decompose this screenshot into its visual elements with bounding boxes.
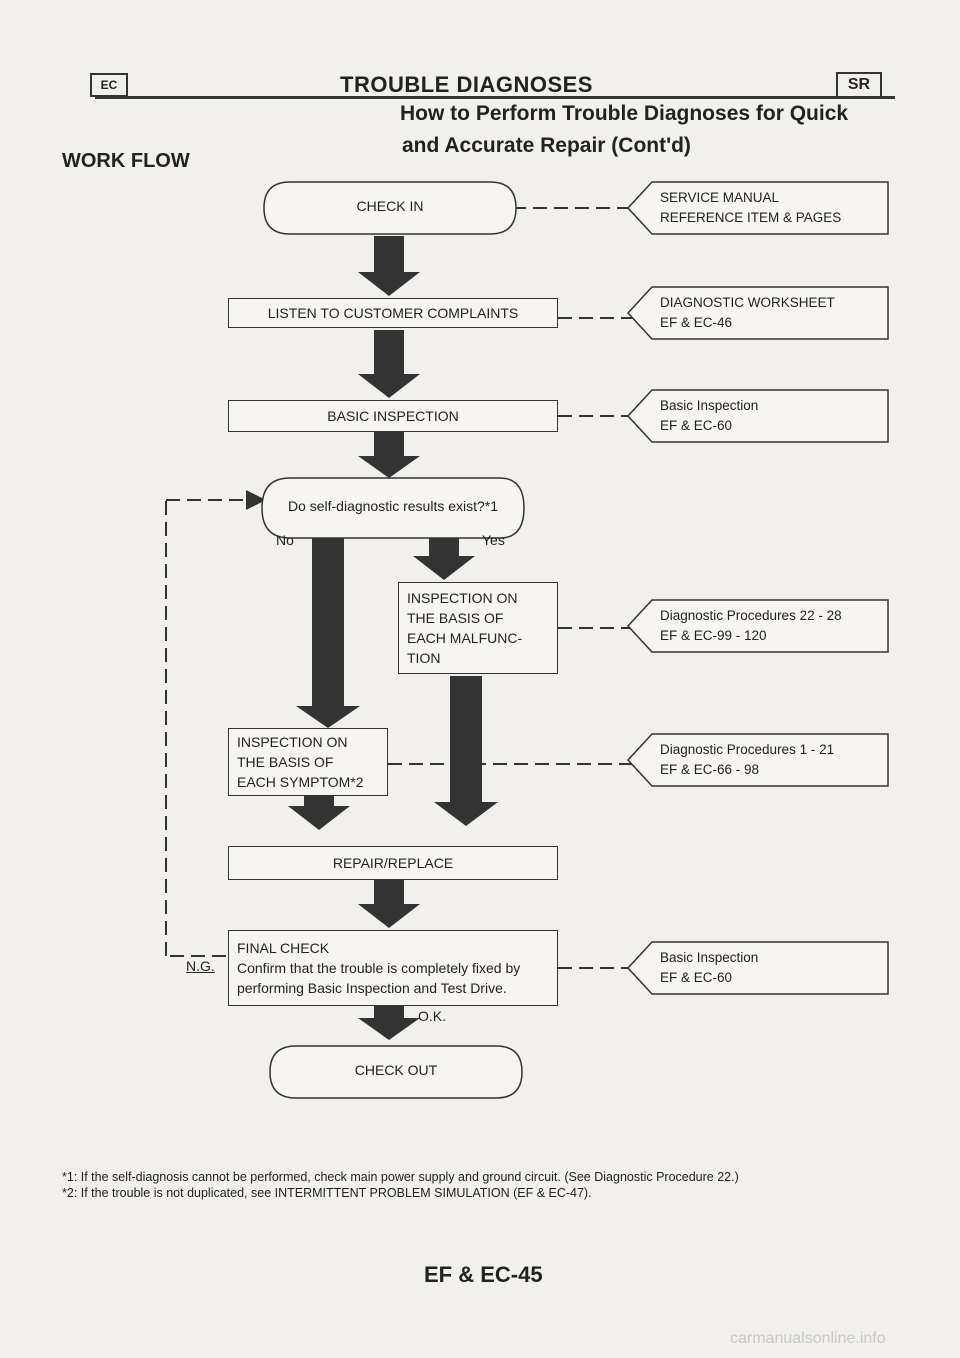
ref-line: EF & EC-46 (660, 315, 733, 330)
ref-line: Basic Inspection (660, 950, 759, 965)
final-check-line-1: FINAL CHECK (237, 940, 330, 956)
footnote-1: *1: If the self-diagnosis cannot be perf… (62, 1170, 739, 1184)
symptom-line-2: THE BASIS OF (237, 754, 334, 770)
ref-line: Basic Inspection (660, 398, 759, 413)
ref-line: Diagnostic Procedures 1 - 21 (660, 742, 835, 757)
ok-label: O.K. (418, 1008, 447, 1024)
ref-line: Diagnostic Procedures 22 - 28 (660, 608, 842, 623)
final-check-line-2: Confirm that the trouble is completely f… (237, 960, 521, 976)
basic-inspection-box: BASIC INSPECTION (228, 400, 558, 432)
ref-diagnostic-worksheet: DIAGNOSTIC WORKSHEET EF & EC-46 (660, 293, 835, 333)
yes-label: Yes (482, 532, 505, 548)
subtitle-line-2: and Accurate Repair (Cont'd) (402, 134, 691, 157)
section-title: WORK FLOW (62, 150, 190, 172)
check-in-terminal: CHECK IN (356, 198, 424, 214)
check-out-terminal: CHECK OUT (354, 1062, 438, 1078)
ref-line: DIAGNOSTIC WORKSHEET (660, 295, 835, 310)
ref-basic-inspection: Basic Inspection EF & EC-60 (660, 396, 758, 436)
malfunction-line-3: EACH MALFUNC- (407, 630, 523, 646)
ref-line: REFERENCE ITEM & PAGES (660, 210, 842, 225)
symptom-line-3: EACH SYMPTOM*2 (237, 774, 364, 790)
ref-line: SERVICE MANUAL (660, 190, 780, 205)
ref-line: EF & EC-99 - 120 (660, 628, 767, 643)
ref-diag-procedures-1-21: Diagnostic Procedures 1 - 21 EF & EC-66 … (660, 740, 834, 780)
symptom-line-1: INSPECTION ON (237, 734, 348, 750)
malfunction-line-4: TION (407, 650, 441, 666)
page-number: EF & EC-45 (424, 1262, 543, 1287)
ref-basic-inspection-final: Basic Inspection EF & EC-60 (660, 948, 758, 988)
ref-line: EF & EC-60 (660, 418, 733, 433)
subtitle-line-1: How to Perform Trouble Diagnoses for Qui… (400, 102, 849, 125)
final-check-box: FINAL CHECK Confirm that the trouble is … (228, 930, 558, 1006)
header-rule (95, 96, 895, 99)
watermark: carmanualsonline.info (730, 1330, 886, 1347)
footnote-2: *2: If the trouble is not duplicated, se… (62, 1186, 592, 1200)
repair-replace-box: REPAIR/REPLACE (228, 846, 558, 880)
page-subtitle: How to Perform Trouble Diagnoses for Qui… (400, 98, 880, 162)
malfunction-line-1: INSPECTION ON (407, 590, 518, 606)
ref-line: EF & EC-60 (660, 970, 733, 985)
final-check-line-3: performing Basic Inspection and Test Dri… (237, 980, 507, 996)
ref-line: EF & EC-66 - 98 (660, 762, 760, 777)
ng-label: N.G. (186, 958, 215, 974)
listen-box: LISTEN TO CUSTOMER COMPLAINTS (228, 298, 558, 328)
decision-node: Do self-diagnostic results exist?*1 (287, 498, 499, 514)
ref-diag-procedures-22-28: Diagnostic Procedures 22 - 28 EF & EC-99… (660, 606, 842, 646)
no-label: No (276, 532, 294, 548)
ref-service-manual: SERVICE MANUAL REFERENCE ITEM & PAGES (660, 188, 841, 228)
malfunction-line-2: THE BASIS OF (407, 610, 504, 626)
malfunction-inspection-box: INSPECTION ON THE BASIS OF EACH MALFUNC-… (398, 582, 558, 674)
symptom-inspection-box: INSPECTION ON THE BASIS OF EACH SYMPTOM*… (228, 728, 388, 796)
page-header-title: TROUBLE DIAGNOSES (340, 72, 593, 97)
